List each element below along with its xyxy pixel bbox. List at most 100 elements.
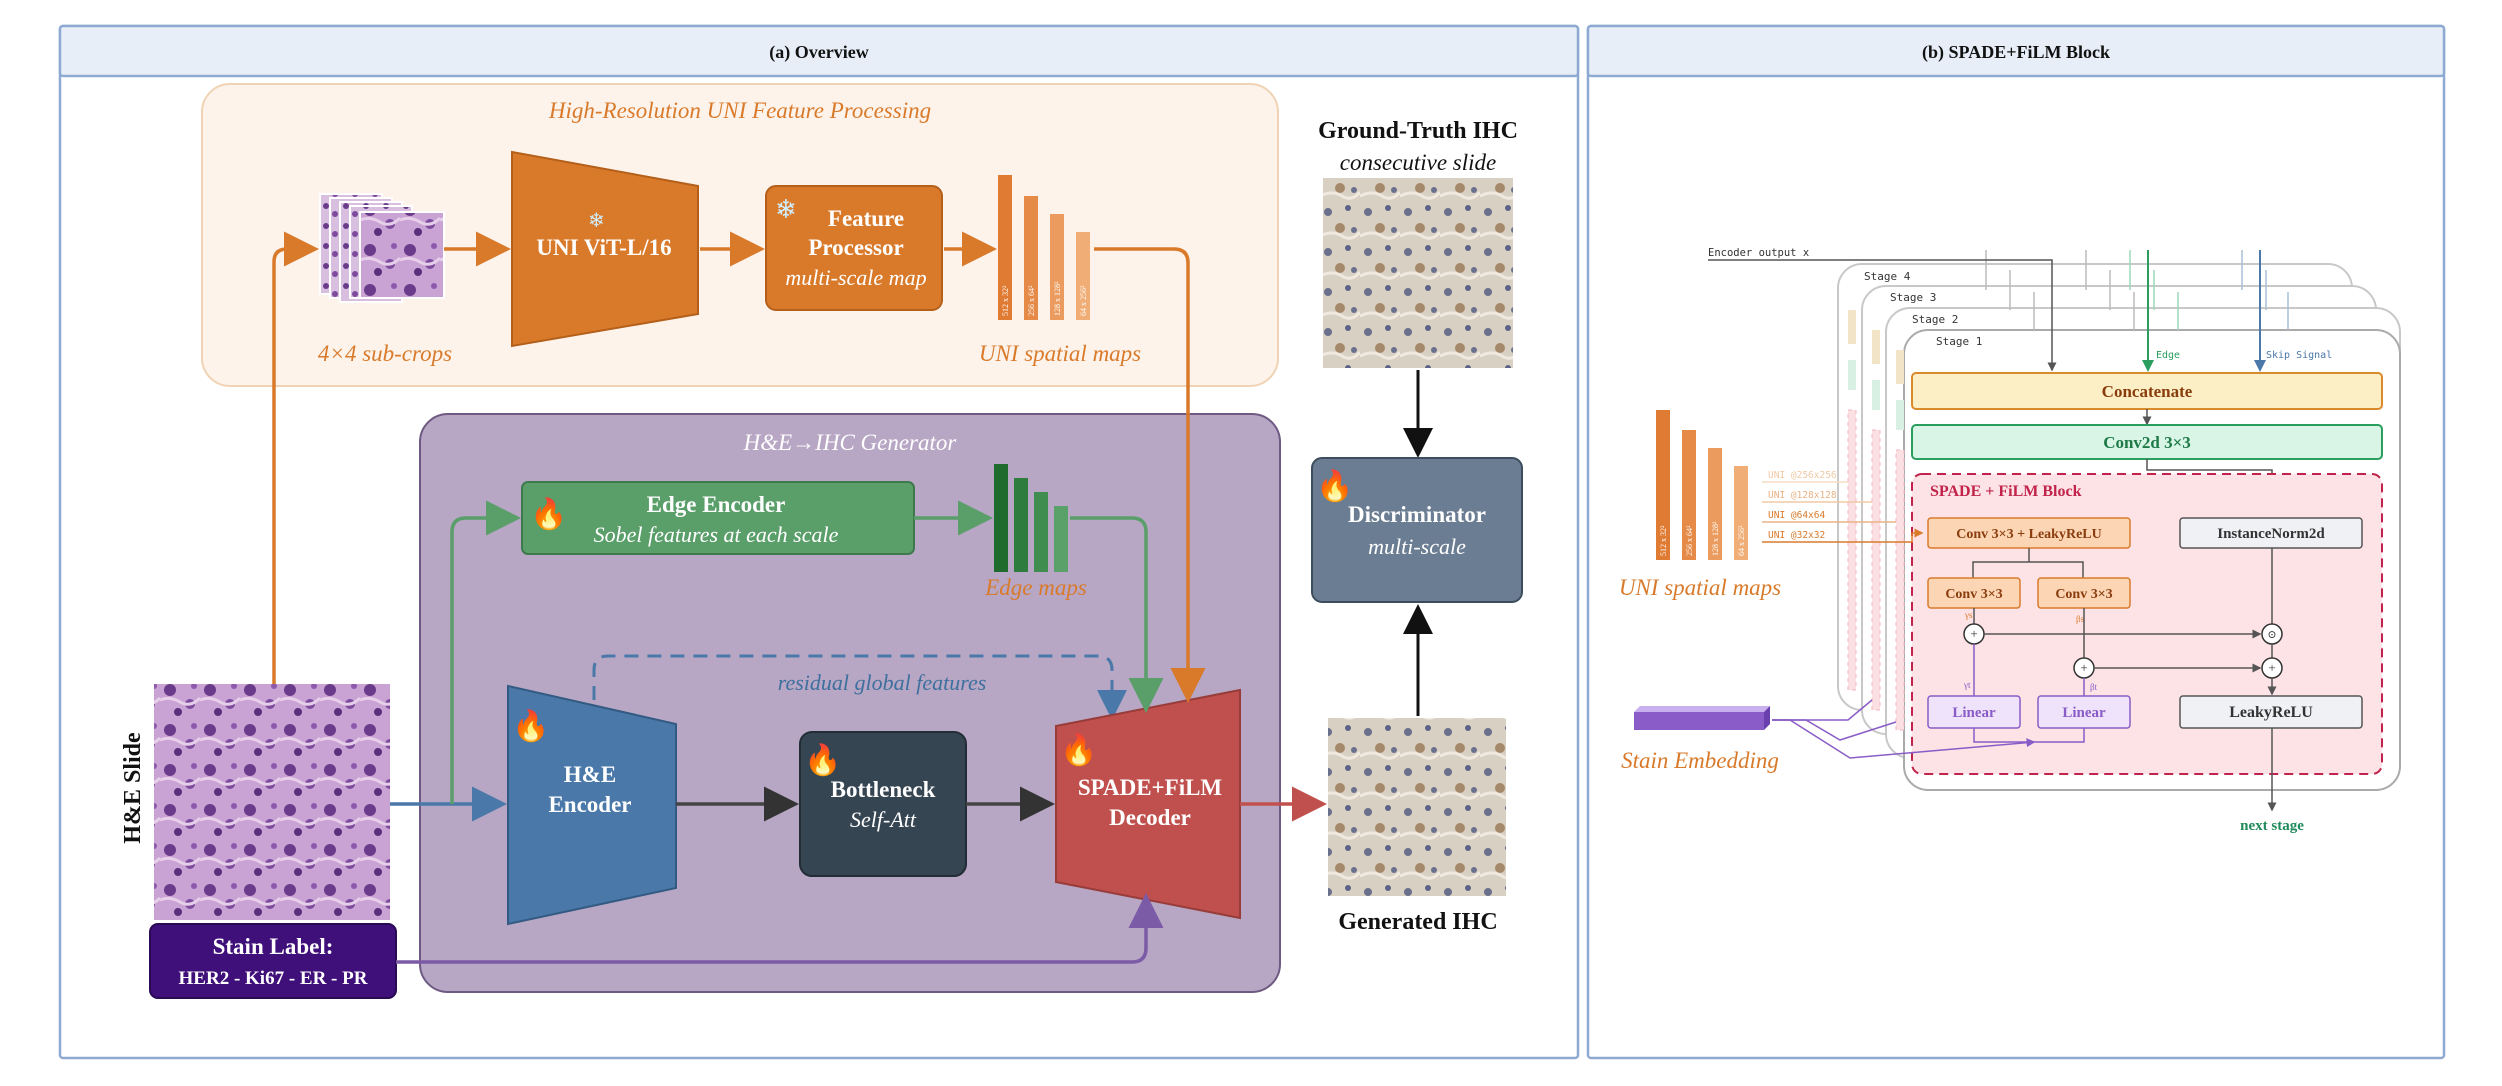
map-bar-label: 512 x 32² <box>1659 525 1668 556</box>
uni-input-label: UNI @128x128 <box>1768 490 1837 501</box>
generator-section: H&E→IHC Generator 🔥 Edge Encoder Sobel f… <box>419 413 1281 993</box>
bottleneck-sub: Self-Att <box>850 807 917 832</box>
next-stage-label: next stage <box>2240 818 2304 834</box>
spade-film-block-title: SPADE + FiLM Block <box>1930 483 2082 500</box>
conv2d-label: Conv2d 3×3 <box>2103 433 2191 452</box>
map-bar <box>998 175 1012 320</box>
spade-title: (b) SPADE+FiLM Block <box>1922 42 2110 63</box>
instancenorm-label: InstanceNorm2d <box>2217 526 2325 542</box>
instancenorm-block <box>2179 517 2363 549</box>
stain-label-title: Stain Label: <box>213 934 334 959</box>
map-bar-label: 128 x 128² <box>1053 281 1062 316</box>
map-bar <box>1734 466 1748 560</box>
svg-text:⊙: ⊙ <box>2267 629 2276 641</box>
generator-title: H&E→IHC Generator <box>743 430 958 455</box>
he-encoder-block <box>507 684 677 926</box>
map-bar-label: 512 x 32² <box>1001 285 1010 316</box>
feature-processor-line3: multi-scale map <box>785 265 926 290</box>
gamma-s-label: γs <box>1964 610 1973 620</box>
snowflake-icon: ❄ <box>588 210 605 232</box>
encoder-output-label: Encoder output x <box>1708 247 1809 259</box>
skip-input-label: Skip Signal <box>2266 350 2332 361</box>
uni-input-labels: UNI @256x256 UNI @128x128 UNI @64x64 UNI… <box>1762 470 1924 543</box>
gt-ihc-image <box>1323 178 1513 368</box>
conv-leaky-label: Conv 3×3 + LeakyReLU <box>1956 527 2101 542</box>
map-bar-label: 128 x 128² <box>1711 521 1720 556</box>
snowflake-icon: ❄ <box>775 195 797 224</box>
bottleneck-title: Bottleneck <box>831 777 936 802</box>
feature-processor-block <box>765 185 943 311</box>
stain-embedding-bar <box>1634 706 1770 730</box>
edge-maps-label: Edge maps <box>984 575 1087 600</box>
flame-icon: 🔥 <box>530 496 567 531</box>
feature-processor-line2: Processor <box>808 235 903 260</box>
he-slide-label: H&E Slide <box>120 732 146 844</box>
generated-ihc-image <box>1328 718 1506 896</box>
edge-encoder-title: Edge Encoder <box>647 492 786 517</box>
discriminator-block <box>1311 457 1523 603</box>
beta-t-label: βt <box>2090 682 2098 692</box>
edge-encoder-sub: Sobel features at each scale <box>594 522 839 547</box>
uni-input-label: UNI @256x256 <box>1768 470 1837 481</box>
map-bar <box>1024 196 1038 320</box>
uni-input-label: UNI @32x32 <box>1768 530 1825 541</box>
he-encoder-line2: Encoder <box>548 792 631 817</box>
map-bar-label: 256 x 64² <box>1027 285 1036 316</box>
edge-map-bar <box>994 464 1008 572</box>
stage-label: Stage 1 <box>1936 335 1982 348</box>
decoder-block <box>1055 688 1241 920</box>
gamma-t-label: γt <box>1963 680 1971 690</box>
map-bar-label: 256 x 64² <box>1685 525 1694 556</box>
edge-map-bars <box>994 464 1068 572</box>
edge-map-bar <box>1014 478 1028 572</box>
uni-vit-block <box>511 150 699 348</box>
leakyrelu-label: LeakyReLU <box>2229 704 2313 721</box>
stage-label: Stage 4 <box>1864 270 1911 283</box>
uni-feature-section: High-Resolution UNI Feature Processing 4… <box>201 83 1279 387</box>
map-bar-label: 64 x 256² <box>1737 525 1746 556</box>
edge-input-label: Edge <box>2156 350 2180 361</box>
uni-maps-label: UNI spatial maps <box>979 341 1141 366</box>
uni-input-label: UNI @64x64 <box>1768 510 1825 521</box>
map-bar <box>1050 214 1064 320</box>
discriminator-title: Discriminator <box>1348 502 1486 527</box>
flame-icon: 🔥 <box>1060 732 1097 767</box>
linear-a-label: Linear <box>1952 705 1996 721</box>
map-bar <box>1708 448 1722 560</box>
stain-embedding-label: Stain Embedding <box>1621 748 1779 773</box>
svg-text:+: + <box>1970 626 1977 641</box>
map-bar <box>1656 410 1670 560</box>
decoder-line2: Decoder <box>1109 805 1191 830</box>
flame-icon: 🔥 <box>804 742 841 777</box>
edge-map-bar <box>1054 506 1068 572</box>
linear-b-label: Linear <box>2062 705 2106 721</box>
overview-title: (a) Overview <box>769 42 868 63</box>
subcrops-label: 4×4 sub-crops <box>318 341 452 366</box>
discriminator-sub: multi-scale <box>1368 534 1466 559</box>
gt-sub: consecutive slide <box>1340 150 1496 175</box>
edge-map-bar <box>1034 492 1048 572</box>
svg-text:+: + <box>2268 660 2275 675</box>
svg-text:+: + <box>2080 660 2087 675</box>
stage-label: Stage 2 <box>1912 313 1958 326</box>
map-bar <box>1076 232 1090 320</box>
leakyrelu-block <box>2179 695 2363 729</box>
map-bar-label: 64 x 256² <box>1079 285 1088 316</box>
feature-processor-line1: Feature <box>828 206 904 231</box>
gt-title: Ground-Truth IHC <box>1318 118 1518 144</box>
uni-map-bars: 512 x 32² 256 x 64² 128 x 128² 64 x 256² <box>998 175 1090 320</box>
uni-vit-label: UNI ViT-L/16 <box>536 235 671 260</box>
generated-label: Generated IHC <box>1338 909 1497 935</box>
map-bar <box>1682 430 1696 560</box>
conv-b-label: Conv 3×3 <box>2055 587 2112 602</box>
he-slide-image <box>154 684 390 920</box>
flame-icon: 🔥 <box>1316 468 1353 503</box>
spade-uni-map-bars: 512 x 32² 256 x 64² 128 x 128² 64 x 256² <box>1656 410 1748 560</box>
stage-label: Stage 3 <box>1890 291 1936 304</box>
conv-a-label: Conv 3×3 <box>1945 587 2002 602</box>
spade-uni-maps-label: UNI spatial maps <box>1619 575 1781 600</box>
decoder-line1: SPADE+FiLM <box>1078 775 1223 800</box>
concatenate-label: Concatenate <box>2102 382 2193 401</box>
residual-label: residual global features <box>778 670 987 695</box>
